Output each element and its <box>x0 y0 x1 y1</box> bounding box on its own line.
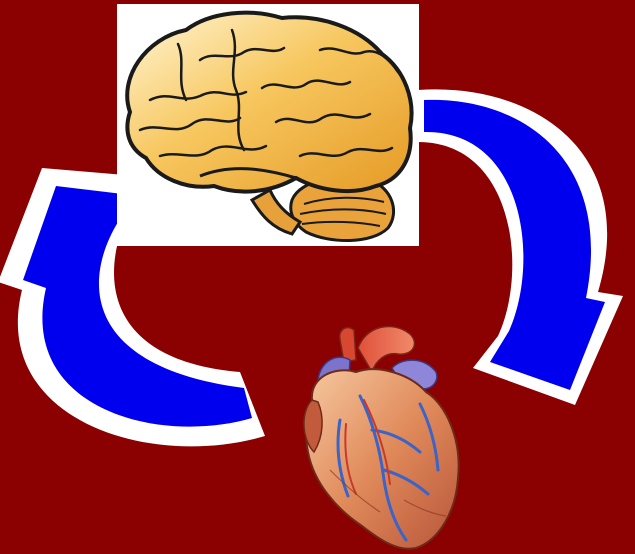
heart-node <box>304 326 459 548</box>
heart-icon <box>304 326 459 548</box>
brain-node <box>117 4 419 246</box>
arrow-brain-to-heart <box>418 89 623 405</box>
